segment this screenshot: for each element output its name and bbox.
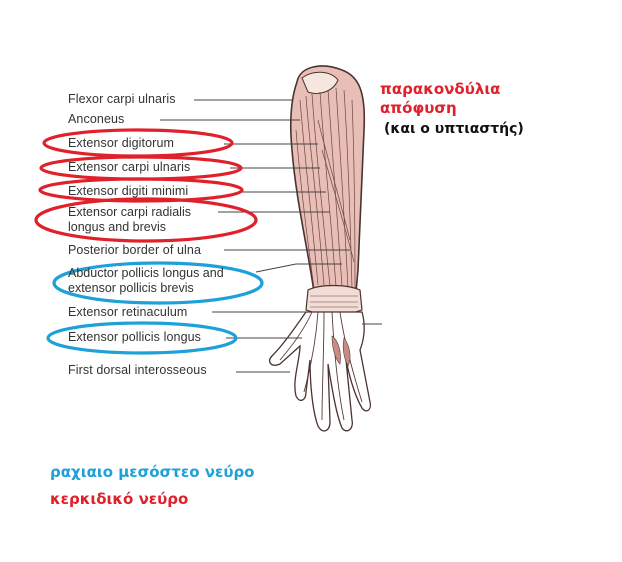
legend-blue-nerve: ραχιαιο μεσόστεο νεύρο — [50, 463, 255, 481]
retinaculum — [305, 284, 363, 316]
label-extensor-carpi-ulnaris: Extensor carpi ulnaris — [68, 160, 191, 174]
label-extensor-digiti-minimi: Extensor digiti minimi — [68, 184, 189, 198]
label-posterior-border-ulna: Posterior border of ulna — [68, 243, 202, 257]
red-highlights — [34, 128, 258, 243]
greek-epicondyle-line1: παρακονδύλια — [380, 80, 501, 98]
forearm-drawing — [268, 65, 372, 432]
label-anconeus: Anconeus — [68, 112, 125, 126]
label-extensor-retinaculum: Extensor retinaculum — [68, 305, 188, 319]
label-extensor-carpi-radialis: Extensor carpi radialis longus and brevi… — [68, 205, 191, 234]
olecranon — [301, 71, 339, 94]
red-ellipse-extensor-digiti-minimi — [38, 177, 244, 203]
label-first-dorsal-interosseous: First dorsal interosseous — [68, 363, 207, 377]
label-abductor-pollicis: Abductor pollicis longus and extensor po… — [68, 266, 224, 295]
greek-epicondyle-line2: απόφυση — [380, 99, 457, 117]
blue-ellipse-abductor-pollicis — [52, 261, 264, 305]
leader-lines — [160, 99, 382, 373]
label-flexor-carpi-ulnaris: Flexor carpi ulnaris — [68, 92, 176, 106]
label-extensor-pollicis-longus: Extensor pollicis longus — [68, 330, 202, 344]
red-ellipse-extensor-carpi-radialis — [34, 197, 258, 243]
greek-supinator: (και ο υπτιαστής) — [384, 121, 524, 137]
label-extensor-digitorum: Extensor digitorum — [68, 136, 175, 150]
legend-red-nerve: κερκιδικό νεύρο — [50, 490, 189, 508]
blue-ellipse-extensor-pollicis-longus — [46, 321, 238, 355]
hand-outline — [268, 311, 372, 432]
blue-highlights — [46, 261, 264, 355]
